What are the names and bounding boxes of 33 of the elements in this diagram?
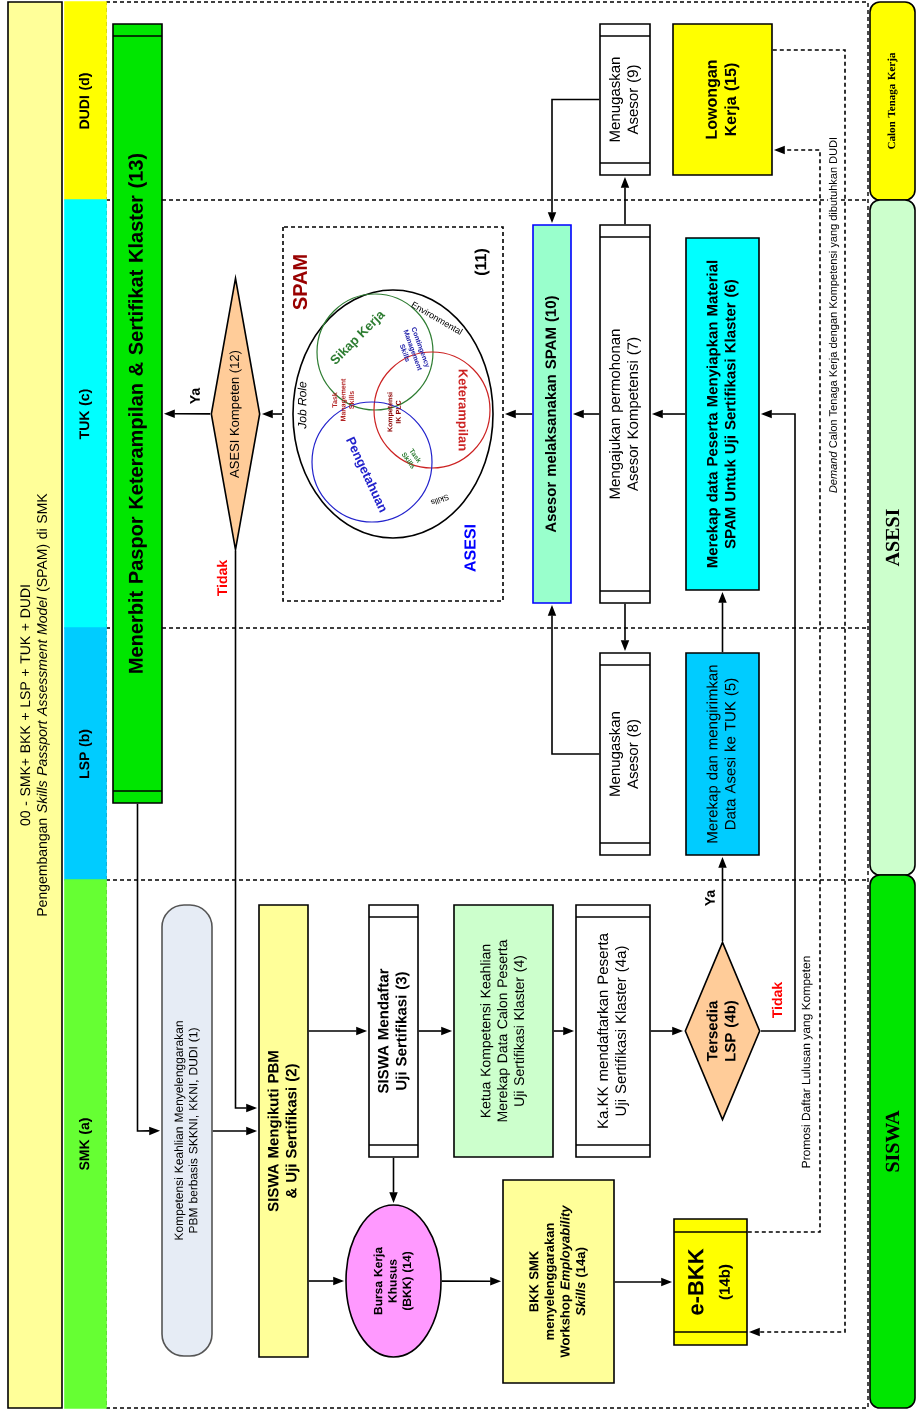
lane-header: SMK (a) — [64, 879, 107, 1409]
process-box: Lowongan Kerja (15) — [672, 23, 773, 176]
edge-label: Promosi Daftar Lulusan yang Kompeten — [800, 954, 814, 1170]
title-band: 00 - SMK+ BKK + LSP + TUK + DUDI Pengembangan Skills Passport Assessment Model (SPAM) di SMK — [7, 1, 63, 1409]
edge-label: Tidak — [215, 558, 229, 598]
process-box: Mengajukan permohonan Asesor Kompetensi (7) — [599, 224, 651, 604]
edge-label: Tidak — [770, 980, 784, 1020]
lane-header: TUK (c) — [64, 199, 107, 629]
edge-label: Ya — [189, 386, 201, 406]
process-box: Ketua Kompetensi Keahlian Merekap Data Calon Peserta Uji Sertifikasi Klaster (4) — [453, 904, 554, 1158]
lane-header: LSP (b) — [64, 627, 107, 881]
role-band: SISWA — [869, 874, 916, 1409]
process-box: Menugaskan Asesor (9) — [599, 23, 651, 176]
role-band: Calon Tenaga Kerja — [869, 1, 916, 201]
process-box: Menerbit Paspor Keterampilan & Sertifikat Klaster (13) — [112, 23, 163, 804]
process-box: SISWA Mendaftar Uji Sertifikasi (3) — [368, 904, 419, 1158]
role-band: ASESI — [869, 199, 916, 876]
venn-label: Job Role — [297, 381, 307, 429]
process-box: e-BKK (14b) — [673, 1218, 748, 1346]
lane-header: DUDI (d) — [64, 1, 107, 201]
venn-label: Keterampilan — [455, 369, 469, 451]
process-box: Asesor melaksanakan SPAM (10) — [532, 224, 572, 604]
venn-label: Skills — [430, 494, 449, 505]
process-box: SISWA Mengikuti PBM & Uji Sertifikasi (2) — [258, 904, 309, 1358]
ellipse-node: Bursa Kerja Khusus (BKK) (14) — [345, 1204, 442, 1358]
process-box: Merekap data Peserta Menyiapkan Material SPAM Untuk Uji Sertifikasi Klaster (6) — [685, 237, 760, 591]
process-box: Ka.KK mendaftarkan Peserta Uji Sertifikasi Klaster (4a) — [575, 904, 651, 1158]
process-box: Merekap dan mengirimkan Data Asesi ke TUK (5) — [685, 652, 760, 856]
process-box: Menugaskan Asesor (8) — [599, 652, 651, 856]
edge-label: Ya — [704, 888, 716, 908]
venn-label: ASESI — [464, 525, 476, 572]
rounded-box: Kompetensi Keahlian Menyelenggarakan PBM berbasis SKKNI, KKNI, DUDI (1) — [161, 904, 213, 1357]
edge-label: Demand Calon Tenaga Kerja dengan Kompetensi yang dibutuhkan DUDI — [827, 135, 841, 495]
